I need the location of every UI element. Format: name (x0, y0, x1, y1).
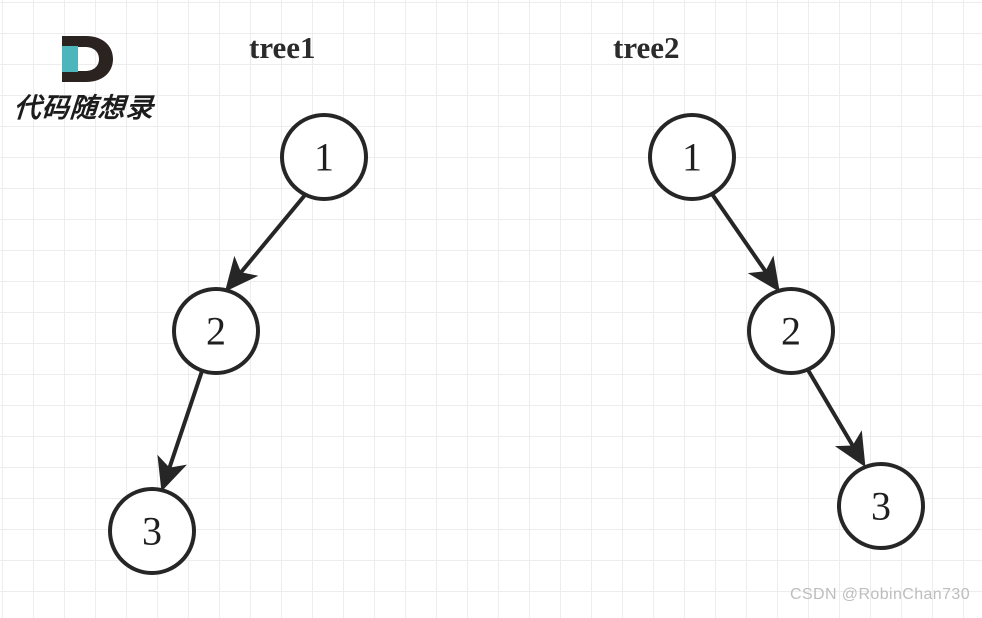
node-circle (108, 487, 196, 575)
node-value: 3 (142, 509, 162, 554)
site-logo: 代码随想录 (13, 34, 174, 124)
node-value: 3 (871, 484, 891, 529)
tree2-group: 1 2 3 (648, 113, 925, 550)
tree-edge-t1-n2-to-t1-n3 (157, 370, 204, 492)
tree1-caption: tree1 (249, 30, 316, 65)
node-value: 2 (206, 309, 226, 354)
tree-node-tree2-1[interactable]: 1 (648, 113, 736, 201)
node-circle (837, 462, 925, 550)
tree-node-tree1-2[interactable]: 2 (172, 287, 260, 375)
tree2-caption: tree2 (613, 30, 680, 65)
tree-edge-t2-n1-to-t2-n2 (710, 192, 780, 292)
node-circle (280, 113, 368, 201)
node-value: 1 (314, 135, 334, 180)
node-value: 2 (781, 309, 801, 354)
tree-node-tree2-2[interactable]: 2 (747, 287, 835, 375)
node-circle (172, 287, 260, 375)
tree-edge-t1-n1-to-t1-n2 (224, 193, 307, 292)
node-circle (648, 113, 736, 201)
tree-edge-t2-n2-to-t2-n3 (806, 368, 866, 468)
node-value: 1 (682, 135, 702, 180)
tree-node-tree1-1[interactable]: 1 (280, 113, 368, 201)
csdn-watermark: CSDN @RobinChan730 (790, 586, 970, 603)
logo-accent-bar (62, 46, 78, 72)
logo-d-mark (56, 34, 120, 84)
node-circle (747, 287, 835, 375)
tree-node-tree2-3[interactable]: 3 (837, 462, 925, 550)
tree-node-tree1-3[interactable]: 3 (108, 487, 196, 575)
tree1-group: 1 2 3 (108, 113, 368, 575)
